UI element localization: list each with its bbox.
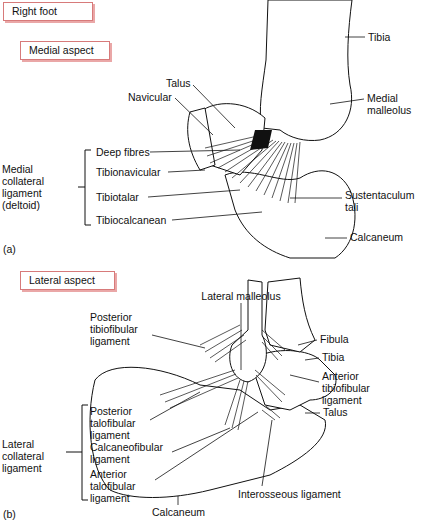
anatomy-label: Lateral malleolus xyxy=(200,290,282,302)
anatomy-label: Deep fibres xyxy=(96,146,150,158)
bracket xyxy=(78,150,91,225)
anatomy-label: Calcaneum xyxy=(152,506,205,518)
anatomy-label: Interosseous ligament xyxy=(238,488,341,500)
heading-text: Lateral aspect xyxy=(21,272,114,286)
heading-box: Lateral aspect xyxy=(20,271,115,290)
anatomy-label: Tibiotalar xyxy=(96,191,139,203)
anatomy-label: Talus xyxy=(166,77,191,89)
anatomy-label: Posterior tibiofibular ligament xyxy=(90,311,160,347)
anatomy-label: Anterior talofibular ligament xyxy=(90,468,160,504)
anatomy-label: Anterior tibiofibular ligament xyxy=(322,370,392,406)
tibia-bone xyxy=(260,0,352,141)
anatomy-label: Calcaneum xyxy=(350,231,403,243)
anatomy-label: Tibionavicular xyxy=(96,166,160,178)
anatomy-label: Tibiocalcanean xyxy=(96,214,166,226)
anatomy-label: Calcaneofibular ligament xyxy=(90,441,175,465)
anatomy-label: Talus xyxy=(323,406,348,418)
anatomy-label: Tibia xyxy=(368,31,390,43)
heading-box: Medial aspect xyxy=(20,41,110,60)
heading-box: Right foot xyxy=(3,2,93,21)
anatomy-label: Tibia xyxy=(322,351,344,363)
panel-letter: (a) xyxy=(3,243,16,255)
medial-bones xyxy=(188,0,355,258)
leader-lines xyxy=(148,37,365,505)
lateral-ligament-fibres xyxy=(160,325,285,430)
tibia-bone xyxy=(265,278,315,352)
heading-text: Medial aspect xyxy=(21,42,109,56)
anatomy-label: Posterior talofibular ligament xyxy=(90,405,160,441)
panel-letter: (b) xyxy=(3,508,16,520)
calcaneum-bone xyxy=(225,171,355,258)
anatomy-label: Sustentaculum tali xyxy=(345,189,427,213)
deep-fibres-wedge xyxy=(250,130,272,150)
heading-text: Right foot xyxy=(4,3,92,17)
anatomy-label: Navicular xyxy=(128,91,172,103)
anatomy-label: Medial malleolus xyxy=(367,92,427,116)
anatomy-label: Fibula xyxy=(320,333,349,345)
navicular-bone xyxy=(188,108,215,170)
lateral-bones xyxy=(90,278,336,498)
anatomy-label: Medial collateral ligament (deltoid) xyxy=(2,163,76,211)
anatomy-label: Lateral collateral ligament xyxy=(2,438,64,474)
bracket xyxy=(66,405,88,500)
